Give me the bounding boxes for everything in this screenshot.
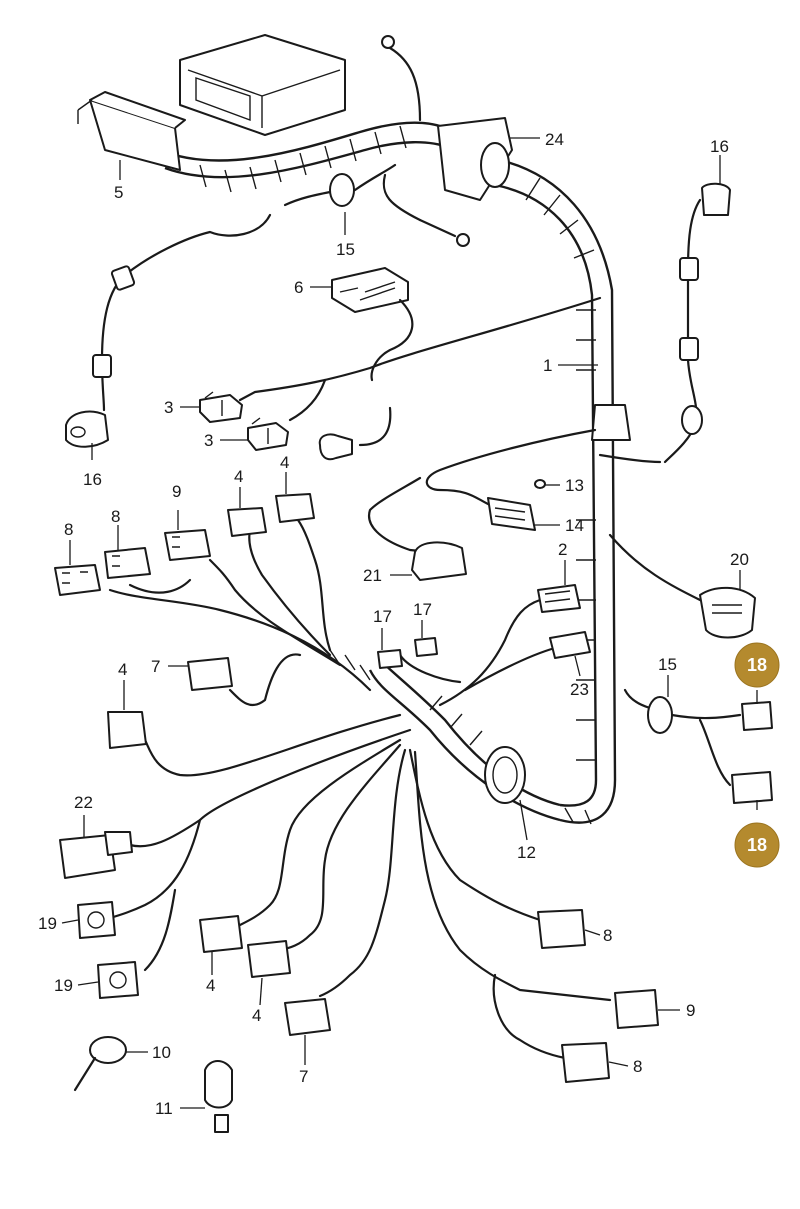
connector-20 [608,533,756,639]
badge-18-top[interactable]: 18 [734,642,780,688]
callout-15-right: 15 [658,655,677,674]
callout-8-a: 8 [64,520,73,539]
callout-19-b: 19 [54,976,73,995]
callout-4-c: 4 [118,660,127,679]
callout-15-top: 15 [336,240,355,259]
callout-16-left: 16 [83,470,102,489]
callout-21: 21 [363,566,382,585]
callout-9-a: 9 [172,482,181,501]
callout-17-a: 17 [373,607,392,626]
callout-3-a: 3 [164,398,173,417]
grommet-12 [484,746,526,804]
callout-3-b: 3 [204,431,213,450]
callout-17-b: 17 [413,600,432,619]
ground-wire-eyelet [382,173,470,247]
callout-4-b: 4 [280,453,289,472]
sensor-branch-16-right [663,182,731,464]
sensor-bulb [318,406,392,461]
callout-8-c: 8 [603,926,612,945]
badge-18-bottom-label: 18 [747,835,767,855]
callout-23: 23 [570,680,589,699]
badge-18-bottom[interactable]: 18 [734,822,780,868]
callout-16-right: 16 [710,137,729,156]
connector-block-6 [331,267,414,382]
branch-13-14-21 [367,428,662,581]
leader-lines [61,137,758,1109]
callout-4-a: 4 [234,467,243,486]
control-unit-housing [179,34,346,136]
callout-13: 13 [565,476,584,495]
grommet-15-right [623,688,773,804]
callout-4-e: 4 [252,1006,261,1025]
grommet-24 [437,117,513,201]
callout-5: 5 [114,183,123,202]
callout-19-a: 19 [38,914,57,933]
callout-1: 1 [543,356,552,375]
ground-eyelet-top [381,35,422,122]
bottom-fanout [59,728,659,1133]
relay-box-5 [77,91,186,171]
callout-20: 20 [730,550,749,569]
callout-7-b: 7 [299,1067,308,1086]
main-harness-trunk [159,121,631,825]
callout-24: 24 [545,130,564,149]
connectors-3 [199,296,602,451]
callout-8-b: 8 [111,507,120,526]
callouts: 24 5 15 6 16 1 3 3 16 13 14 20 21 2 8 8 … [38,130,749,1118]
sensor-branch-16-left [65,213,272,448]
callout-22: 22 [74,793,93,812]
connector-cluster-left [54,493,402,777]
badge-18-top-label: 18 [747,655,767,675]
callout-6: 6 [294,278,303,297]
callout-7-a: 7 [151,657,160,676]
grommet-15-top [283,163,397,207]
callout-9-b: 9 [686,1001,695,1020]
callout-2: 2 [558,540,567,559]
callout-4-d: 4 [206,976,215,995]
callout-14: 14 [565,516,584,535]
callout-11: 11 [155,1099,173,1118]
callout-8-d: 8 [633,1057,642,1076]
connector-cluster-right [377,584,591,707]
callout-10: 10 [152,1043,171,1062]
callout-12: 12 [517,843,536,862]
